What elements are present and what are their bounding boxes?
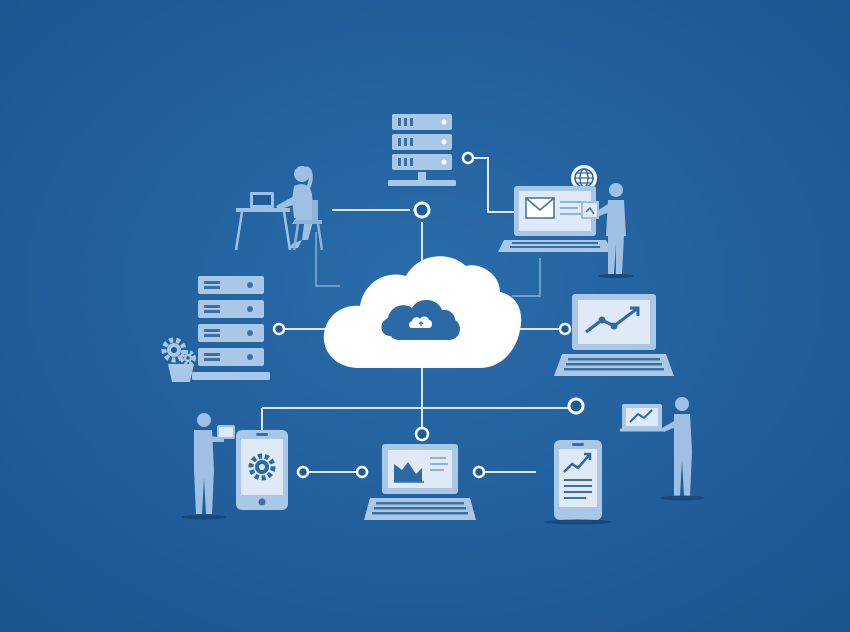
line-server-top-to-laptop <box>474 157 516 213</box>
connector-lines <box>261 157 576 473</box>
connector-node <box>414 426 430 442</box>
connector-node <box>472 465 486 479</box>
connector-node <box>272 322 286 336</box>
connector-node <box>461 151 475 165</box>
server-rack-icon <box>192 276 270 380</box>
connector-node <box>413 201 431 219</box>
server-rack-icon <box>388 114 456 186</box>
connector-nodes <box>272 151 585 479</box>
laptop-analytics-icon <box>364 444 476 520</box>
person-laptop-icon <box>620 397 704 501</box>
phone-chart-icon <box>544 440 612 525</box>
laptop-chart-icon <box>554 294 674 376</box>
connector-node <box>558 322 572 336</box>
connector-node <box>567 397 585 415</box>
cloud-icon <box>323 256 522 368</box>
person-tablet-icon <box>182 413 235 520</box>
gear-icon <box>161 337 196 382</box>
laptop-email-icon <box>498 186 612 252</box>
person-tablet-icon <box>581 183 634 278</box>
line-desk-to-cloud <box>315 232 340 287</box>
phone-gear-icon <box>236 430 288 510</box>
line-laptop-to-cloud <box>512 258 541 297</box>
connector-node <box>355 465 369 479</box>
connector-lines-faint <box>315 232 541 297</box>
connector-node <box>296 465 310 479</box>
person-laptop-icon <box>234 166 324 251</box>
cloud-badge-icon <box>381 299 460 340</box>
